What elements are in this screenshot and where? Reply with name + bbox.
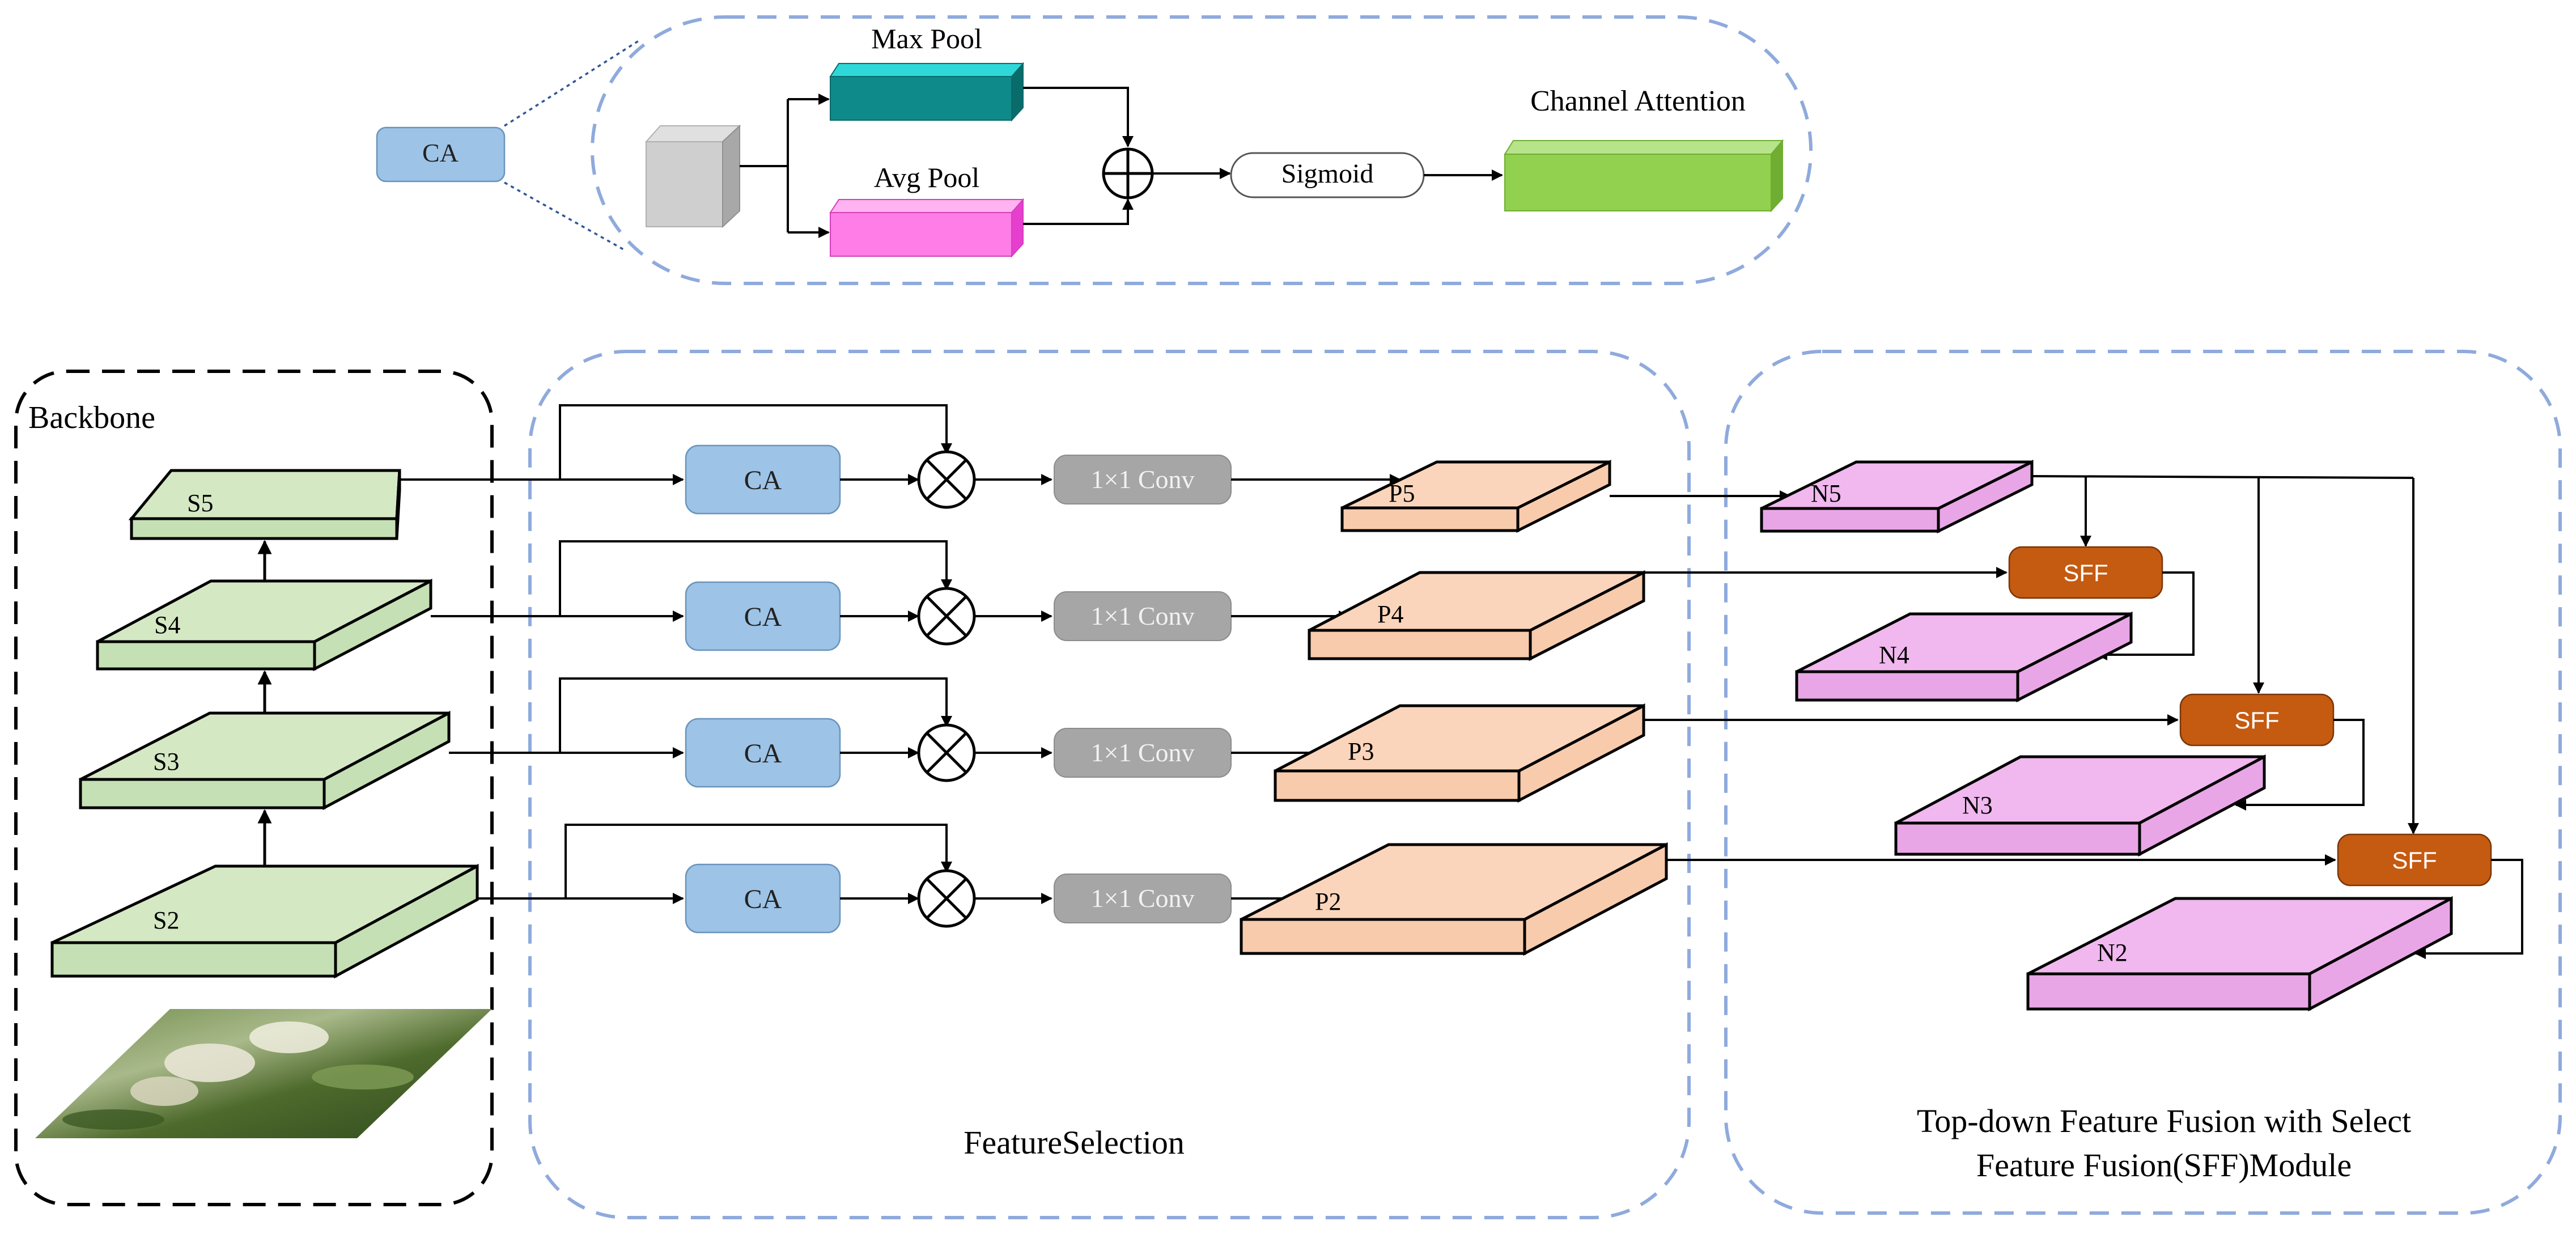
fusion-border <box>1724 350 2562 1215</box>
ca-zoom-line-bottom <box>504 181 624 251</box>
n3-label: N3 <box>1962 791 1993 819</box>
ca-block-small-label: CA <box>422 138 459 167</box>
avgpool-block-top <box>829 199 1025 213</box>
p3-block <box>1274 703 1645 803</box>
multiply-operator-icon <box>917 723 976 782</box>
fs-ca-label-p4: CA <box>744 602 782 632</box>
n4-label: N4 <box>1879 641 1909 669</box>
avgpool-block-front <box>830 212 1012 257</box>
ca-detail-border <box>591 15 1813 285</box>
fs-conv-label-p2: 1×1 Conv <box>1090 884 1194 913</box>
input-feature-cube-front <box>646 141 723 227</box>
multiply-operator-icon <box>917 587 976 646</box>
fs-row-p4 <box>431 540 1645 662</box>
backbone-panel: Backbone S5 S4 <box>14 370 494 1206</box>
stage-s5-label: S5 <box>187 489 213 517</box>
sff3-to-n2 <box>2414 859 2523 959</box>
n2-label: N2 <box>2097 939 2128 966</box>
p4-label: P4 <box>1377 600 1403 628</box>
stage-s4-block <box>96 578 432 672</box>
ca-zoom-line-top <box>504 39 641 127</box>
backbone-border <box>14 370 494 1206</box>
n3-block <box>1894 754 2266 857</box>
channel-attention-block-top <box>1504 140 1784 155</box>
sigmoid-label: Sigmoid <box>1281 159 1374 189</box>
fs-ca-label-p3: CA <box>744 739 782 769</box>
ca-block-small <box>376 126 506 183</box>
p2-label: P2 <box>1315 888 1341 915</box>
add-operator-icon <box>1102 147 1154 200</box>
avgpool-block-side <box>1011 198 1024 258</box>
feature-selection-title: FeatureSelection <box>964 1124 1185 1161</box>
n2-block <box>2026 896 2453 1012</box>
fusion-title-line1: Top-down Feature Fusion with Select <box>1917 1103 2411 1139</box>
fs-ca-label-p2: CA <box>744 884 782 914</box>
fusion-panel: Top-down Feature Fusion with Select Feat… <box>1610 350 2562 1215</box>
sff1-to-n4 <box>2096 571 2195 660</box>
fs-row-p5 <box>400 404 1611 533</box>
fusion-title-line2: Feature Fusion(SFF)Module <box>1976 1147 2352 1184</box>
fs-conv-label-p3: 1×1 Conv <box>1090 738 1194 767</box>
sff-label-2: SFF <box>2234 707 2279 734</box>
stage-s2-block <box>50 863 479 979</box>
feature-selection-panel: FeatureSelection CA 1×1 Conv P5 <box>400 350 1691 1219</box>
input-image <box>35 1009 492 1138</box>
p3-label: P3 <box>1348 737 1374 765</box>
stage-s5-block <box>128 469 401 540</box>
p2-block <box>1240 842 1668 956</box>
maxpool-block-side <box>1011 62 1024 122</box>
p4-block <box>1308 570 1645 662</box>
p5-label: P5 <box>1389 480 1415 507</box>
channel-attention-block-side <box>1771 139 1783 213</box>
n5-label: N5 <box>1811 480 1841 507</box>
ca-detail-panel: CA Max Pool Avg Pool Sigmoid <box>376 15 1813 285</box>
stage-s3-block <box>79 710 451 811</box>
multiply-operator-icon <box>917 450 976 509</box>
backbone-title: Backbone <box>28 400 155 435</box>
sff2-to-n3 <box>2235 719 2365 811</box>
stage-s4-label: S4 <box>154 611 180 639</box>
n4-block <box>1795 611 2133 703</box>
maxpool-block-front <box>830 76 1012 121</box>
avgpool-label: Avg Pool <box>874 162 980 193</box>
fs-row-p2 <box>477 824 1668 956</box>
sff-label-3: SFF <box>2392 847 2437 874</box>
p5-block <box>1340 459 1611 533</box>
sff-label-1: SFF <box>2063 559 2108 586</box>
channel-attention-label: Channel Attention <box>1530 85 1746 117</box>
n5-block <box>1760 459 2034 534</box>
multiply-operator-icon <box>917 869 976 928</box>
fs-ca-label-p5: CA <box>744 465 782 495</box>
stage-s3-label: S3 <box>153 748 179 775</box>
stage-s2-label: S2 <box>153 906 179 934</box>
fs-conv-label-p4: 1×1 Conv <box>1090 601 1194 630</box>
input-feature-cube-side <box>722 124 740 228</box>
maxpool-block-top <box>829 63 1025 77</box>
fs-conv-label-p5: 1×1 Conv <box>1090 465 1194 494</box>
maxpool-label: Max Pool <box>871 23 982 54</box>
avgpool-to-add <box>1023 198 1134 225</box>
feature-selection-border <box>528 350 1691 1219</box>
fs-row-p3 <box>449 677 1645 803</box>
n5-fanout <box>2031 475 2414 479</box>
maxpool-to-add <box>1023 87 1134 147</box>
channel-attention-block-front <box>1504 154 1772 211</box>
